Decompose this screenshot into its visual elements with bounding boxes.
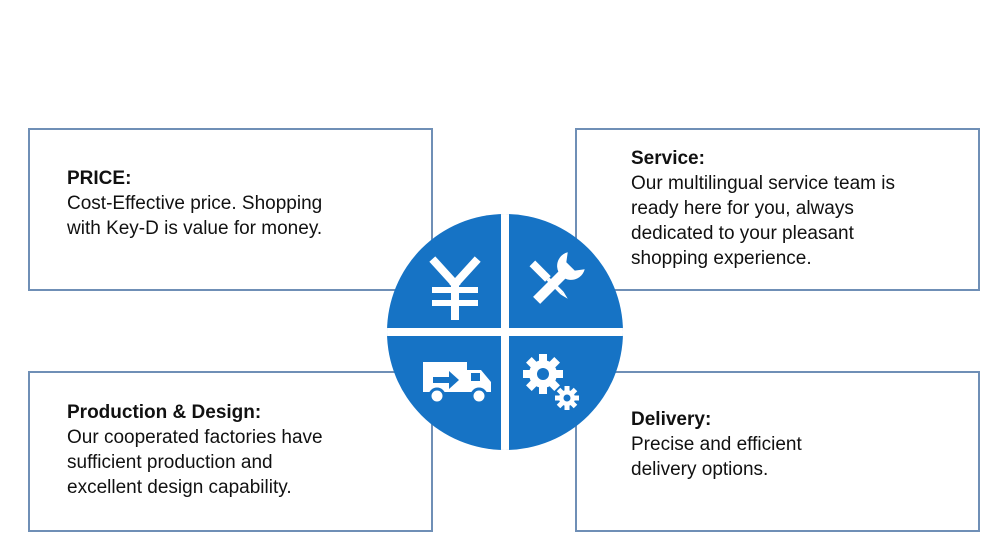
price-box (28, 128, 433, 291)
production-design-title: Production & Design: (67, 402, 262, 423)
production-design-box (28, 371, 433, 532)
delivery-title: Delivery: (631, 409, 712, 430)
gears-icon (523, 354, 579, 410)
center-quadrant-circle (387, 214, 623, 450)
delivery-description: Precise and efficient delivery options. (631, 434, 802, 480)
service-description: Our multilingual service team is ready h… (631, 173, 895, 269)
price-title: PRICE: (67, 168, 132, 189)
delivery-text: Delivery: Precise and efficient delivery… (631, 407, 961, 482)
truck-icon (423, 362, 491, 405)
yen-icon (429, 256, 481, 320)
service-text: Service: Our multilingual service team i… (631, 146, 961, 271)
tools-icon (529, 252, 585, 304)
circle-horizontal-divider (387, 328, 623, 336)
production-design-description: Our cooperated factories have sufficient… (67, 427, 323, 498)
service-box (575, 128, 980, 291)
production-design-text: Production & Design: Our cooperated fact… (67, 400, 397, 500)
delivery-box (575, 371, 980, 532)
price-description: Cost-Effective price. Shopping with Key-… (67, 193, 323, 239)
service-title: Service: (631, 148, 705, 169)
price-text: PRICE: Cost-Effective price. Shopping wi… (67, 166, 397, 241)
